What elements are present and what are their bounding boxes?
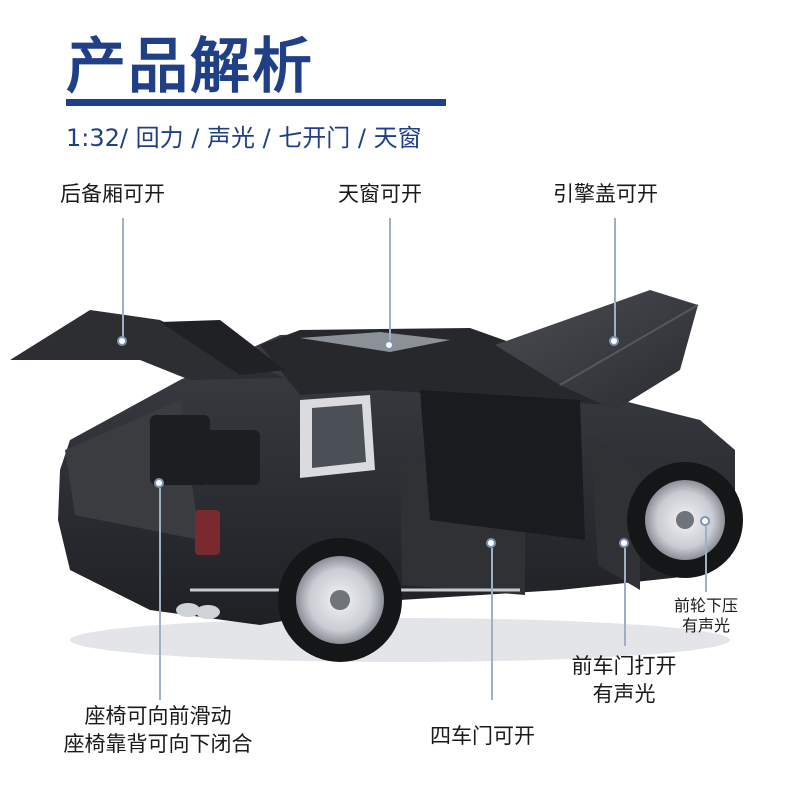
trunk-leader-line: [122, 218, 124, 338]
four-doors-leader-line: [491, 548, 493, 700]
page-title: 产品解析: [66, 32, 314, 102]
seats-leader-line: [159, 488, 161, 700]
hood-marker-dot: [609, 336, 619, 346]
front-door-leader-line: [624, 548, 626, 646]
four-doors-marker-dot: [486, 538, 496, 548]
sunroof-callout: 天窗可开: [338, 182, 422, 206]
front-door-callout-line2: 有声光: [592, 682, 656, 706]
seats-callout: 座椅可向前滑动 座椅靠背可向下闭合: [38, 702, 278, 758]
hood-leader-line: [614, 218, 616, 338]
front-wheel-callout: 前轮下压 有声光: [660, 596, 752, 636]
trunk-callout: 后备厢可开: [60, 182, 165, 206]
front-door-marker-dot: [619, 538, 629, 548]
front-door-callout-line1: 前车门打开: [571, 654, 677, 678]
trunk-marker-dot: [117, 336, 127, 346]
sunroof-leader-line: [389, 218, 391, 344]
title-underline: [66, 99, 446, 106]
product-spec-subtitle: 1:32/ 回力 / 声光 / 七开门 / 天窗: [66, 124, 422, 152]
front-wheel-leader-line: [705, 526, 707, 592]
four-doors-callout: 四车门可开: [430, 724, 535, 748]
front-wheel-callout-line1: 前轮下压: [673, 596, 738, 615]
seats-marker-dot: [154, 478, 164, 488]
front-wheel-callout-line2: 有声光: [681, 616, 730, 635]
seats-callout-line2: 座椅靠背可向下闭合: [63, 732, 253, 756]
sunroof-marker-dot: [384, 340, 394, 350]
front-door-callout: 前车门打开 有声光: [554, 652, 694, 708]
front-wheel-marker-dot: [700, 516, 710, 526]
seats-callout-line1: 座椅可向前滑动: [84, 704, 232, 728]
hood-callout: 引擎盖可开: [553, 182, 658, 206]
